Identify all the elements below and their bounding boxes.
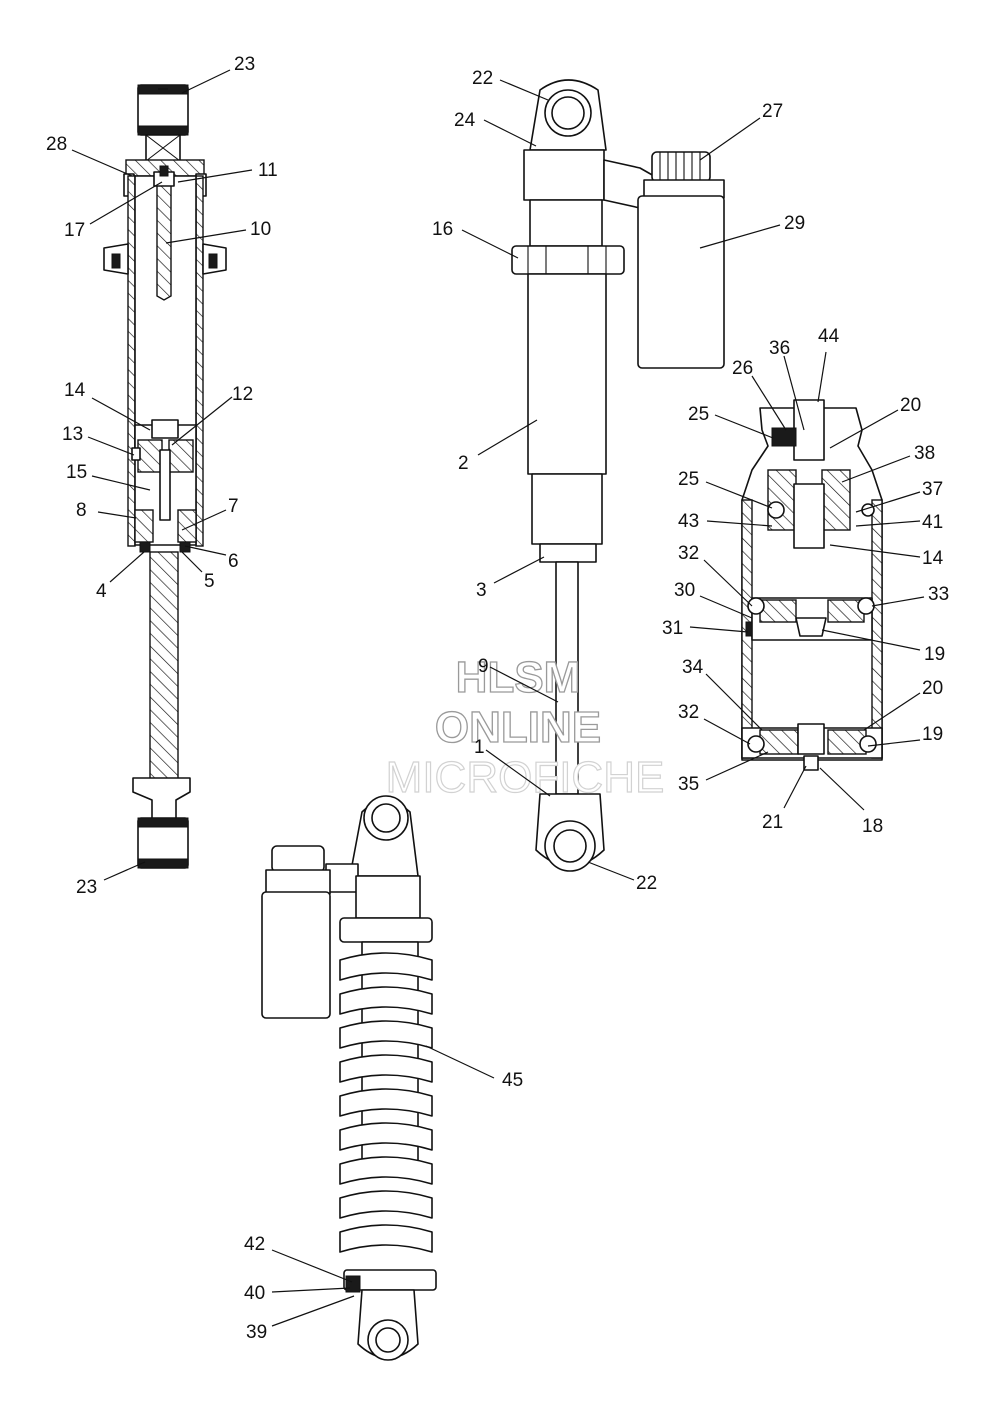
callout-14-left: 14 — [64, 380, 86, 401]
callout-32-bottom: 32 — [678, 702, 699, 723]
callout-31: 31 — [662, 618, 683, 639]
callout-5: 5 — [204, 571, 215, 592]
callout-18: 18 — [862, 816, 883, 837]
callout-25-top: 25 — [688, 404, 709, 425]
callout-17: 17 — [64, 220, 85, 241]
watermark: HLSM ONLINE MICROFICHE — [385, 652, 665, 802]
callout-27: 27 — [762, 101, 783, 122]
callout-44: 44 — [818, 326, 840, 347]
callout-7: 7 — [228, 496, 239, 517]
shock-cross-section — [103, 84, 227, 869]
callout-29: 29 — [784, 213, 805, 234]
watermark-line-1: HLSM — [456, 653, 581, 702]
callout-25-mid: 25 — [678, 469, 699, 490]
callout-41: 41 — [922, 512, 943, 533]
callout-19-top: 19 — [924, 644, 945, 665]
watermark-line-2: ONLINE — [435, 703, 601, 752]
shock-assembly — [511, 79, 725, 872]
callout-45: 45 — [502, 1070, 523, 1091]
callout-36: 36 — [769, 338, 790, 359]
callout-16: 16 — [432, 219, 453, 240]
callout-13: 13 — [62, 424, 83, 445]
callout-34: 34 — [682, 657, 704, 678]
callout-23-bottom: 23 — [76, 877, 97, 898]
callout-40: 40 — [244, 1283, 265, 1304]
callout-15: 15 — [66, 462, 87, 483]
callout-4: 4 — [96, 581, 107, 602]
callout-10: 10 — [250, 219, 271, 240]
callout-21: 21 — [762, 812, 783, 833]
callout-32-top: 32 — [678, 543, 699, 564]
callout-9: 9 — [478, 656, 489, 677]
callout-22-bottom: 22 — [636, 873, 657, 894]
reservoir-cross-section — [741, 399, 883, 771]
callout-37: 37 — [922, 479, 943, 500]
callout-39: 39 — [246, 1322, 267, 1343]
callout-35: 35 — [678, 774, 699, 795]
callout-26: 26 — [732, 358, 753, 379]
callout-1: 1 — [474, 737, 485, 758]
callout-30: 30 — [674, 580, 695, 601]
callout-38: 38 — [914, 443, 935, 464]
callout-12: 12 — [232, 384, 253, 405]
callout-24: 24 — [454, 110, 476, 131]
callout-42: 42 — [244, 1234, 265, 1255]
callout-28: 28 — [46, 134, 67, 155]
callout-33: 33 — [928, 584, 949, 605]
callout-19-bottom: 19 — [922, 724, 943, 745]
leader-lines — [71, 69, 925, 1327]
callout-3: 3 — [476, 580, 487, 601]
callout-20-bottom: 20 — [922, 678, 943, 699]
callout-6: 6 — [228, 551, 239, 572]
callout-2: 2 — [458, 453, 469, 474]
callout-43: 43 — [678, 511, 699, 532]
callout-8: 8 — [76, 500, 87, 521]
spring-coils — [339, 952, 433, 1253]
coilover-assembly — [261, 795, 437, 1361]
callout-20-top: 20 — [900, 395, 921, 416]
callout-labels: 23 28 11 17 10 14 12 13 15 8 7 6 5 4 23 … — [46, 54, 949, 1343]
callout-11: 11 — [258, 160, 278, 181]
callout-14-right: 14 — [922, 548, 944, 569]
callout-22-top: 22 — [472, 68, 493, 89]
callout-23-top: 23 — [234, 54, 255, 75]
